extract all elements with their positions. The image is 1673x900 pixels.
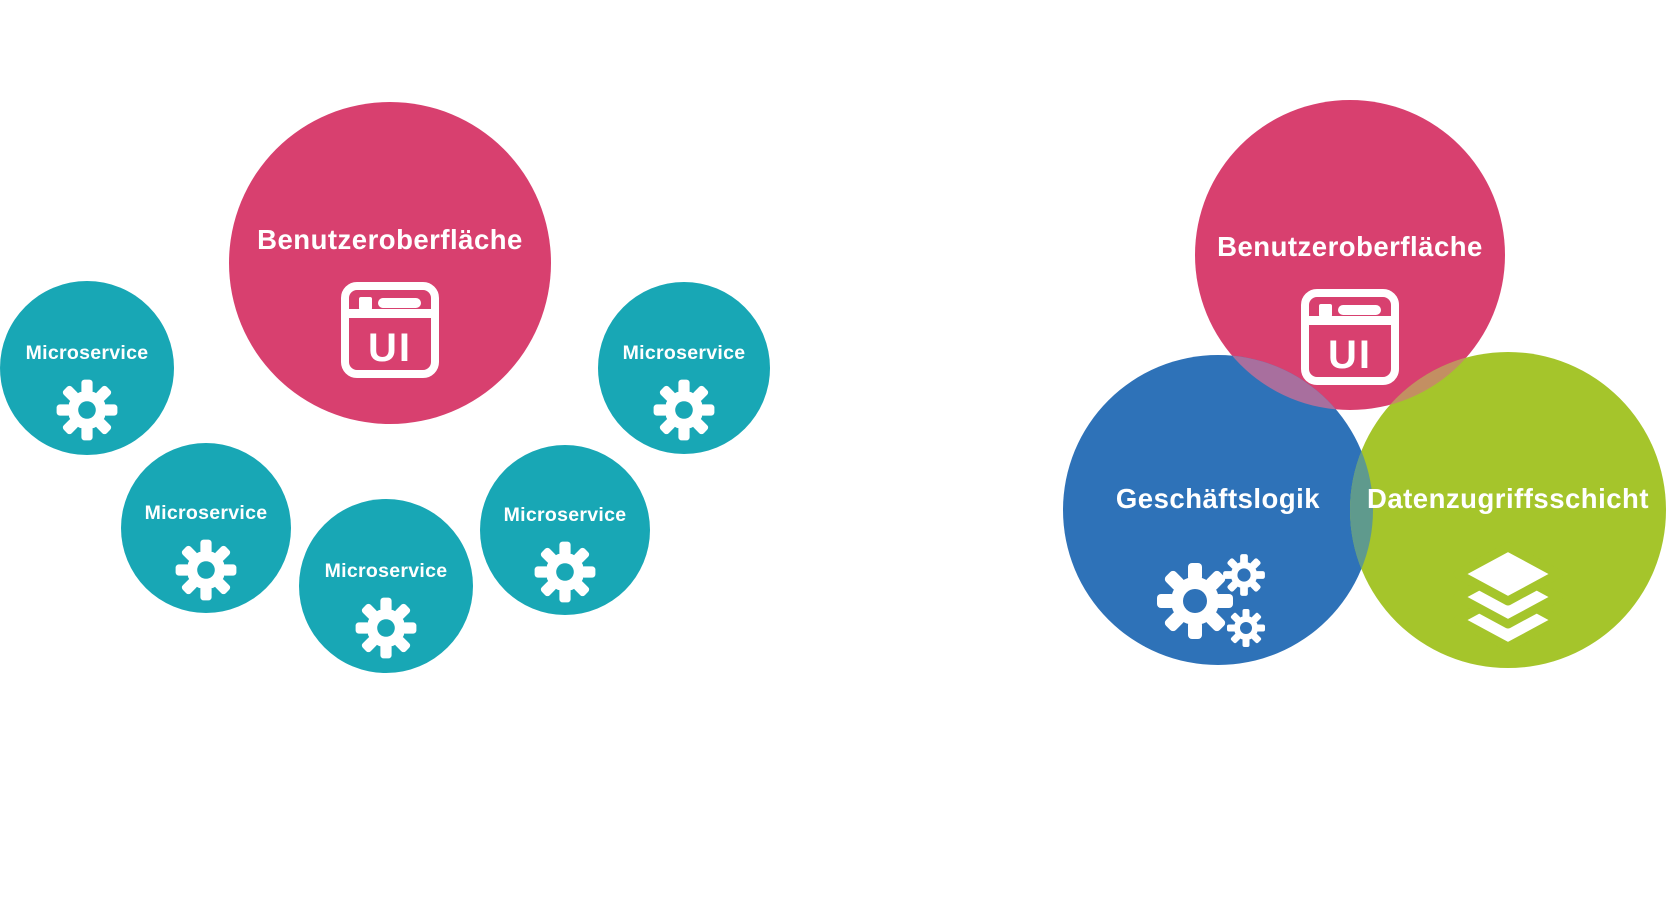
gear-icon xyxy=(175,539,237,601)
microservice-bubble xyxy=(121,443,291,613)
microservice-bubble xyxy=(598,282,770,454)
ui-circle-label: Benutzeroberfläche xyxy=(1217,231,1483,262)
microservice-circle-5: Microservice xyxy=(598,282,770,454)
business-logic-circle xyxy=(1063,355,1373,665)
microservice-circle-4: Microservice xyxy=(480,445,650,615)
microservice-circle-3: Microservice xyxy=(299,499,473,673)
browser-ui-icon-label: UI xyxy=(368,326,412,370)
layers-icon xyxy=(1453,542,1563,652)
microservice-bubble xyxy=(0,281,174,455)
microservice-bubble xyxy=(299,499,473,673)
browser-ui-icon: UI xyxy=(1301,289,1399,385)
business-logic-label: Geschäftslogik xyxy=(1116,483,1320,514)
monolith-diagram: Benutzeroberfläche UI Geschäftslogik xyxy=(1063,100,1666,668)
microservice-label: Microservice xyxy=(504,504,627,526)
gear-icon xyxy=(653,379,715,441)
gear-icon xyxy=(56,379,118,441)
microservice-circle-2: Microservice xyxy=(121,443,291,613)
ui-circle-label: Benutzeroberfläche xyxy=(257,224,523,255)
microservice-circle-1: Microservice xyxy=(0,281,174,455)
gears-icon xyxy=(1157,554,1265,647)
microservice-label: Microservice xyxy=(623,342,746,364)
gear-icon xyxy=(355,597,417,659)
browser-ui-icon: UI xyxy=(341,282,439,378)
ui-circle xyxy=(1195,100,1505,410)
data-access-label: Datenzugriffsschicht xyxy=(1367,483,1649,514)
ui-circle xyxy=(229,102,551,424)
microservice-label: Microservice xyxy=(26,342,149,364)
microservice-label: Microservice xyxy=(325,560,448,582)
gear-icon xyxy=(534,541,596,603)
microservice-label: Microservice xyxy=(145,502,268,524)
browser-ui-icon-label: UI xyxy=(1328,333,1372,377)
microservice-bubble xyxy=(480,445,650,615)
data-access-circle xyxy=(1350,352,1666,668)
microservices-diagram: Benutzeroberfläche UI Microservice Micro… xyxy=(0,102,770,673)
